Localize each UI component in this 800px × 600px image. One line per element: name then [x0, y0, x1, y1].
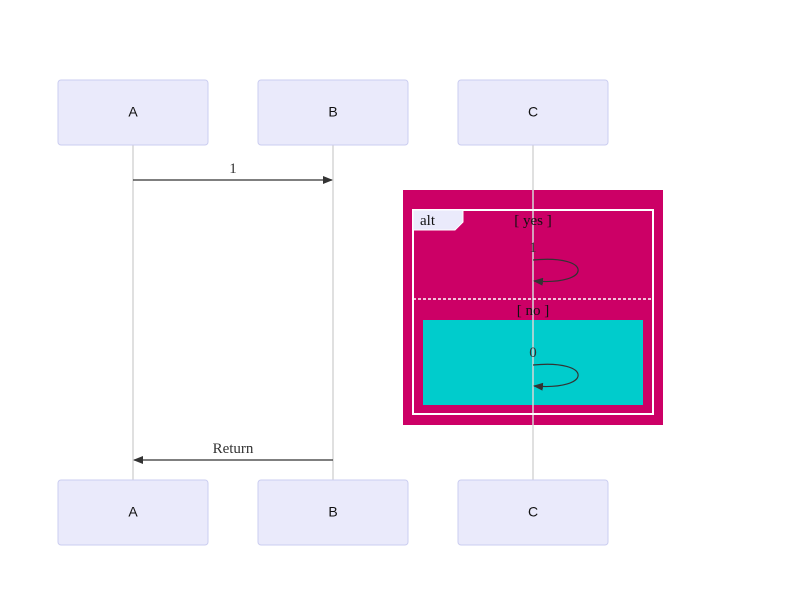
message-a-to-b[interactable]: 1 — [133, 161, 333, 184]
actor-b-bottom[interactable]: B — [257, 479, 409, 546]
actor-box — [457, 79, 609, 146]
message-label: 0 — [529, 345, 537, 361]
actor-box — [57, 479, 209, 546]
actor-label: B — [328, 504, 337, 520]
alt-condition-yes: [ yes ] — [514, 213, 552, 229]
alt-keyword: alt — [420, 213, 436, 229]
actor-label: C — [528, 504, 538, 520]
actor-box — [57, 79, 209, 146]
self-message-no[interactable]: 0 — [529, 345, 579, 391]
message-label: Return — [213, 441, 254, 457]
actor-label: A — [128, 504, 138, 520]
actor-c-bottom[interactable]: C — [457, 479, 609, 546]
actor-c-top[interactable]: C — [457, 79, 609, 146]
alt-condition-no: [ no ] — [517, 303, 550, 319]
actor-a-bottom[interactable]: A — [57, 479, 209, 546]
actor-label: A — [128, 104, 138, 120]
message-label: 1 — [529, 240, 537, 256]
actor-box — [457, 479, 609, 546]
alt-frame[interactable]: alt [ yes ] [ no ] — [412, 209, 654, 415]
self-message-arrow — [532, 258, 579, 286]
alt-frame-tab — [412, 209, 464, 231]
message-b-to-a[interactable]: Return — [133, 441, 333, 464]
actor-box — [257, 79, 409, 146]
actor-label: B — [328, 104, 337, 120]
actor-b-top[interactable]: B — [257, 79, 409, 146]
actor-a-top[interactable]: A — [57, 79, 209, 146]
alt-frame-border — [412, 209, 654, 415]
self-message-arrow — [532, 363, 579, 391]
message-label: 1 — [229, 161, 237, 177]
actor-label: C — [528, 104, 538, 120]
actor-box — [257, 479, 409, 546]
self-message-yes[interactable]: 1 — [529, 240, 579, 286]
